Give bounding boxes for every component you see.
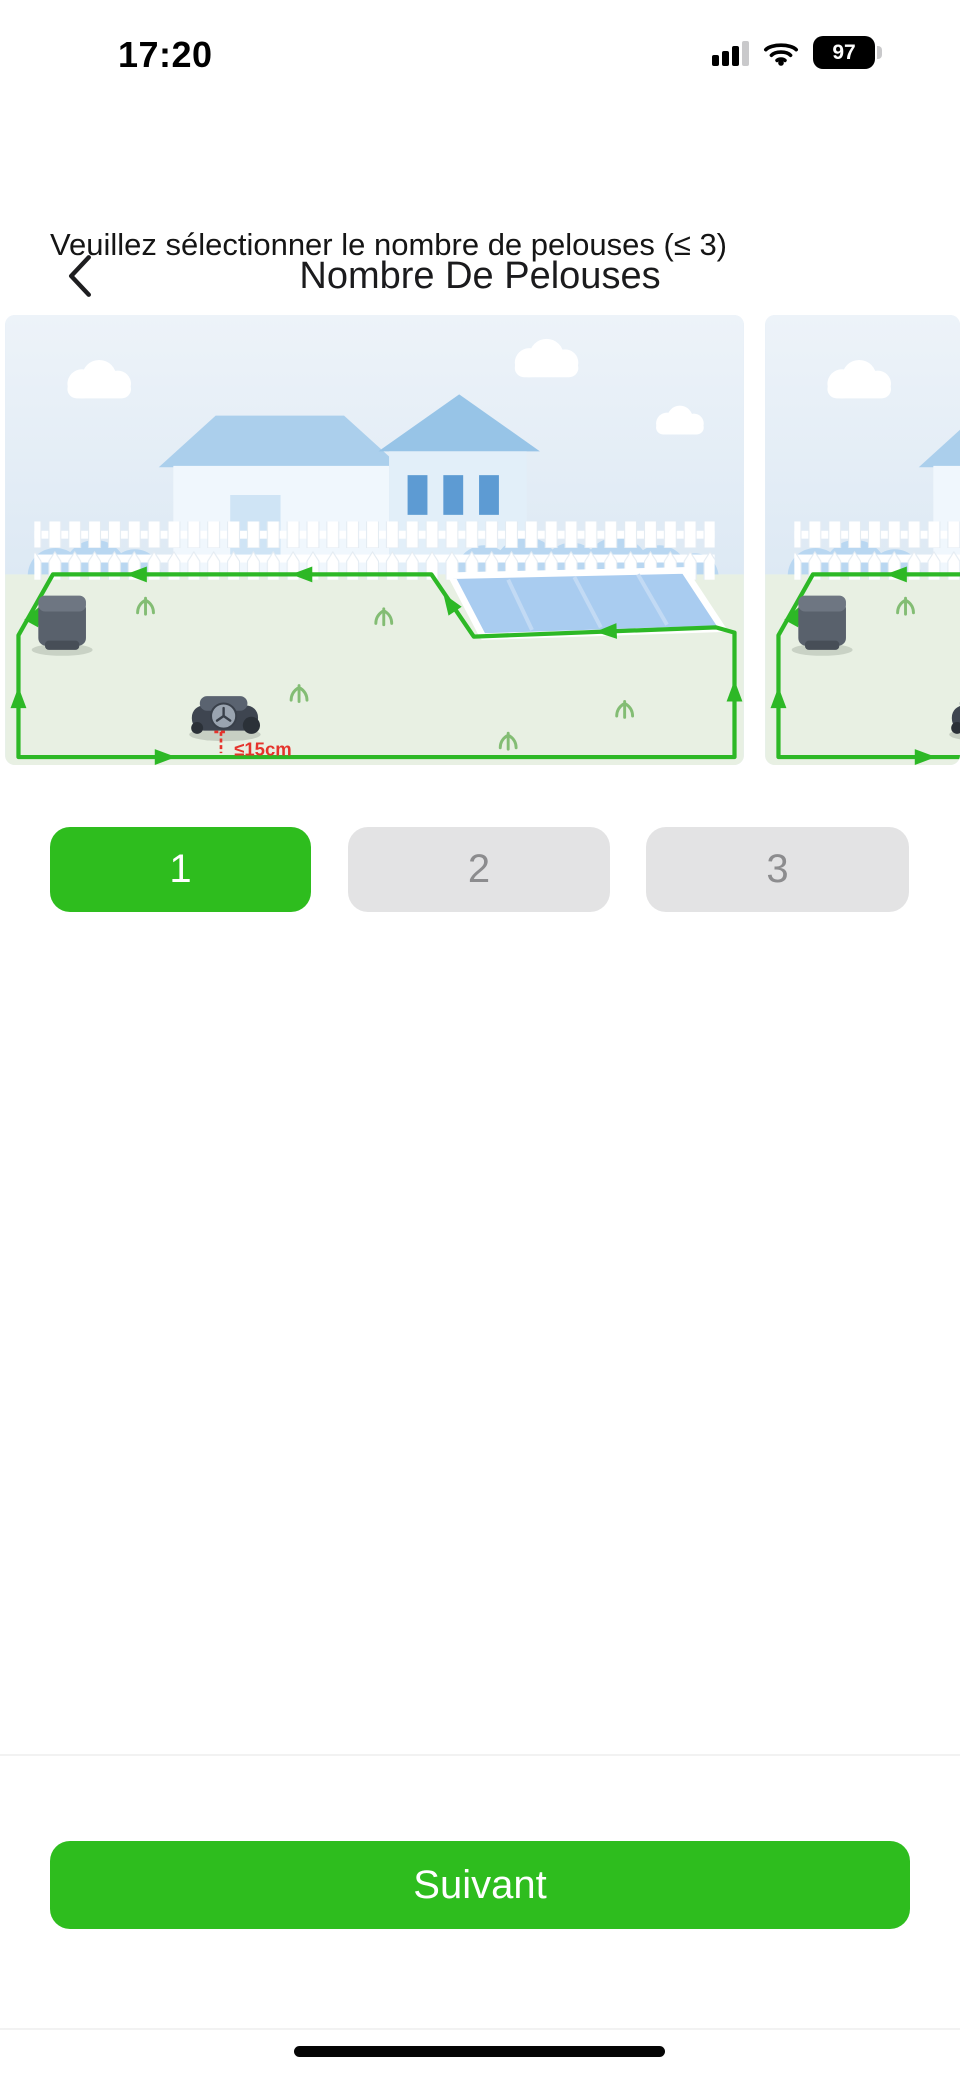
status-icons: 97 [712,36,882,69]
instruction-text: Veuillez sélectionner le nombre de pelou… [50,227,728,262]
home-indicator[interactable] [294,2046,665,2057]
next-button[interactable]: Suivant [50,1841,910,1929]
separator [0,1754,960,1756]
lawn-count-option-2[interactable]: 2 [348,827,610,912]
wifi-icon [764,43,798,66]
boundary-wire [10,566,743,765]
lawn-count-options: 1 2 3 [0,827,960,912]
battery-percent: 97 [813,36,875,69]
separator [0,2028,960,2030]
lawn-card-2[interactable] [765,315,960,765]
robot-mower-icon [189,696,261,742]
battery-nub [877,46,882,59]
lawn-count-option-3[interactable]: 3 [646,827,909,912]
cellular-signal-icon [712,40,749,66]
back-button[interactable] [52,248,108,304]
distance-label: ≤15cm [234,739,292,760]
lawn-carousel: ≤15cm [0,315,960,765]
distance-marker: ≤15cm [214,730,292,760]
charging-station-icon [31,595,93,656]
status-bar: 17:20 97 [0,0,960,100]
status-time: 17:20 [118,34,213,75]
lawn-count-option-1[interactable]: 1 [50,827,311,912]
chevron-left-icon [69,255,91,297]
page-title: Nombre De Pelouses [299,255,661,297]
lawn-illustration-next [765,315,960,765]
battery-icon: 97 [813,36,882,69]
lawn-card-1[interactable]: ≤15cm [5,315,744,765]
nav-header: Nombre De Pelouses [0,120,960,297]
lawn-illustration: ≤15cm [5,315,744,765]
